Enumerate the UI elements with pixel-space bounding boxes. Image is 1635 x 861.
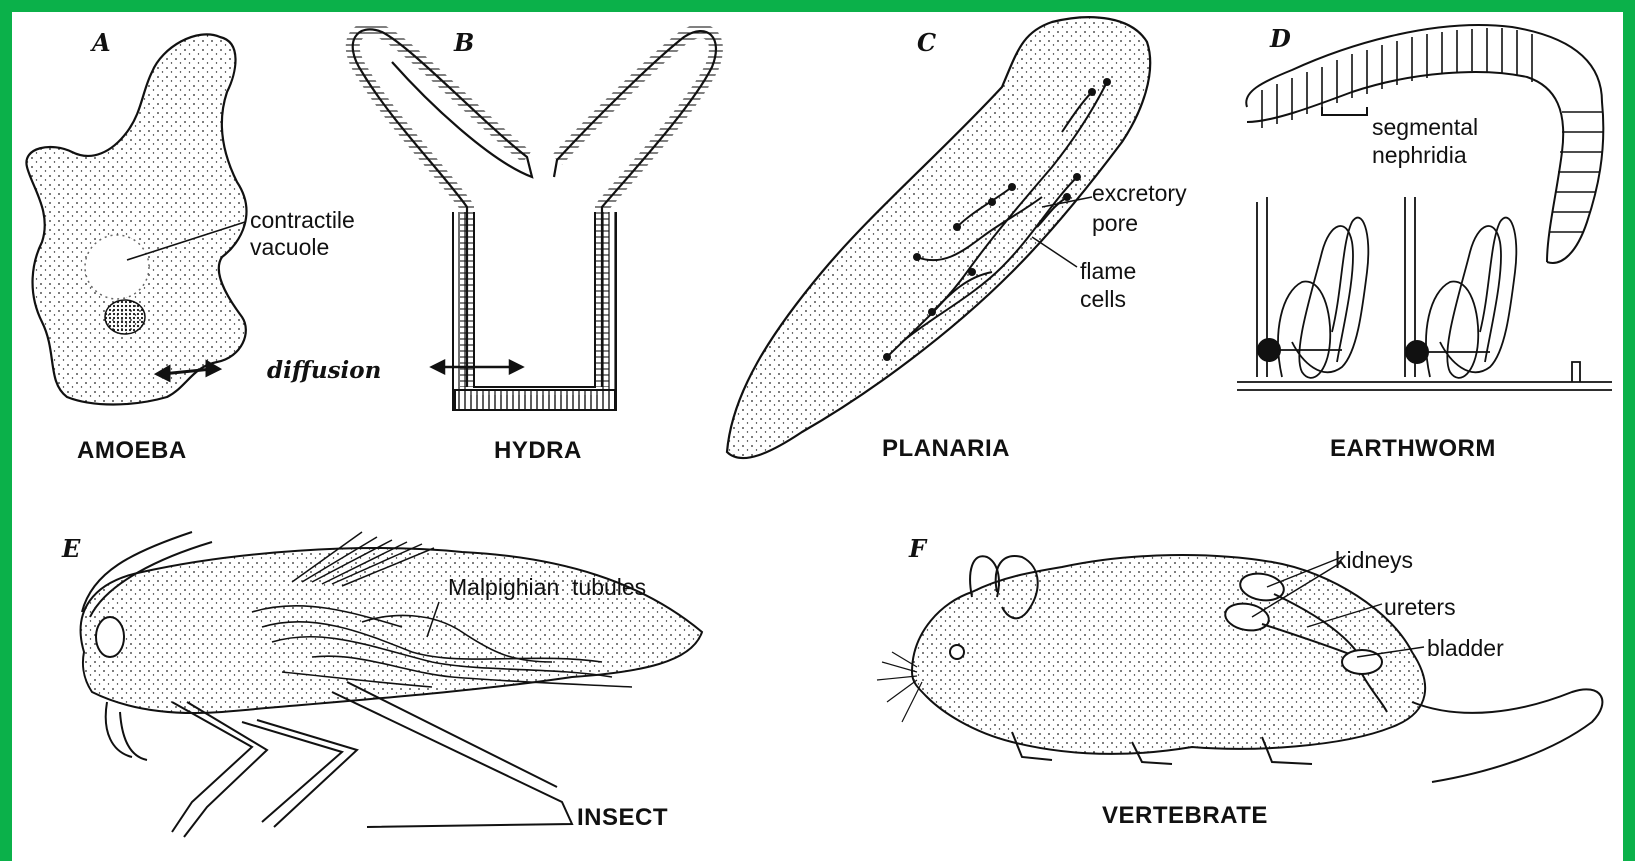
panel-name-insect: INSECT xyxy=(577,804,668,832)
vertebrate-drawing xyxy=(877,555,1602,782)
contractile-vacuole xyxy=(85,235,149,299)
panel-letter-f: F xyxy=(909,534,926,563)
panel-letter-a: A xyxy=(92,28,111,57)
earthworm-drawing xyxy=(1237,25,1612,390)
panel-name-vertebrate: VERTEBRATE xyxy=(1102,802,1268,830)
hydra-drawing xyxy=(353,29,716,410)
panel-letter-c: C xyxy=(917,28,936,57)
label-bladder: bladder xyxy=(1427,635,1504,662)
label-flame: flame xyxy=(1080,258,1136,285)
label-excretory: excretory xyxy=(1092,180,1187,207)
label-nephridia: nephridia xyxy=(1372,142,1467,169)
figure-frame: A AMOEBA contractile vacuole diffusion B… xyxy=(12,12,1623,861)
label-pore: pore xyxy=(1092,210,1138,237)
label-segmental: segmental xyxy=(1372,114,1478,141)
panel-letter-b: B xyxy=(454,28,474,57)
label-malpighian-tubules: Malpighian tubules xyxy=(448,574,646,601)
panel-name-amoeba: AMOEBA xyxy=(77,437,187,465)
label-ureters: ureters xyxy=(1384,594,1456,621)
panel-name-hydra: HYDRA xyxy=(494,437,582,465)
label-diffusion: diffusion xyxy=(267,357,381,384)
planaria-drawing xyxy=(727,17,1150,458)
panel-letter-e: E xyxy=(62,534,80,563)
amoeba-drawing xyxy=(26,34,246,404)
label-contractile: contractile xyxy=(250,207,355,234)
label-vacuole: vacuole xyxy=(250,234,329,261)
label-cells: cells xyxy=(1080,286,1126,313)
panel-name-earthworm: EARTHWORM xyxy=(1330,435,1496,463)
label-kidneys: kidneys xyxy=(1335,547,1413,574)
diffusion-arrow-b xyxy=(432,361,522,373)
panel-letter-d: D xyxy=(1270,24,1291,53)
amoeba-nucleus xyxy=(105,300,145,334)
panel-name-planaria: PLANARIA xyxy=(882,435,1010,463)
